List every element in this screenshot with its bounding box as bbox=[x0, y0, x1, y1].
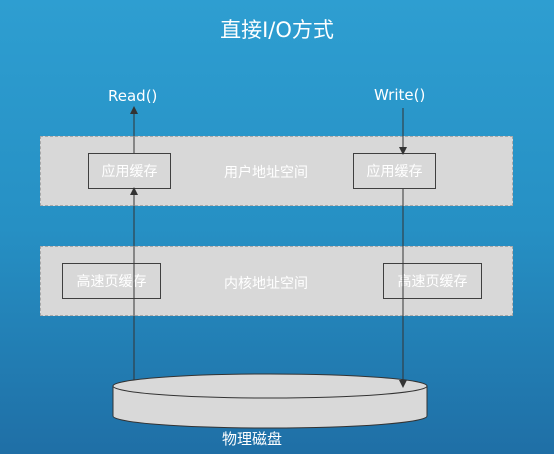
physical-disk-label: 物理磁盘 bbox=[222, 430, 283, 448]
kernel-page-cache-left: 高速页缓存 bbox=[62, 263, 161, 299]
user-app-cache-left: 应用缓存 bbox=[88, 153, 171, 189]
kernel-address-space-label: 内核地址空间 bbox=[224, 276, 308, 292]
read-call-label: Read() bbox=[108, 87, 158, 105]
write-call-label: Write() bbox=[374, 86, 426, 104]
kernel-page-cache-right: 高速页缓存 bbox=[383, 263, 482, 299]
physical-disk-cylinder bbox=[112, 373, 428, 429]
user-app-cache-right: 应用缓存 bbox=[353, 153, 436, 189]
diagram-title: 直接I/O方式 bbox=[220, 18, 334, 42]
user-address-space-label: 用户地址空间 bbox=[224, 165, 308, 181]
